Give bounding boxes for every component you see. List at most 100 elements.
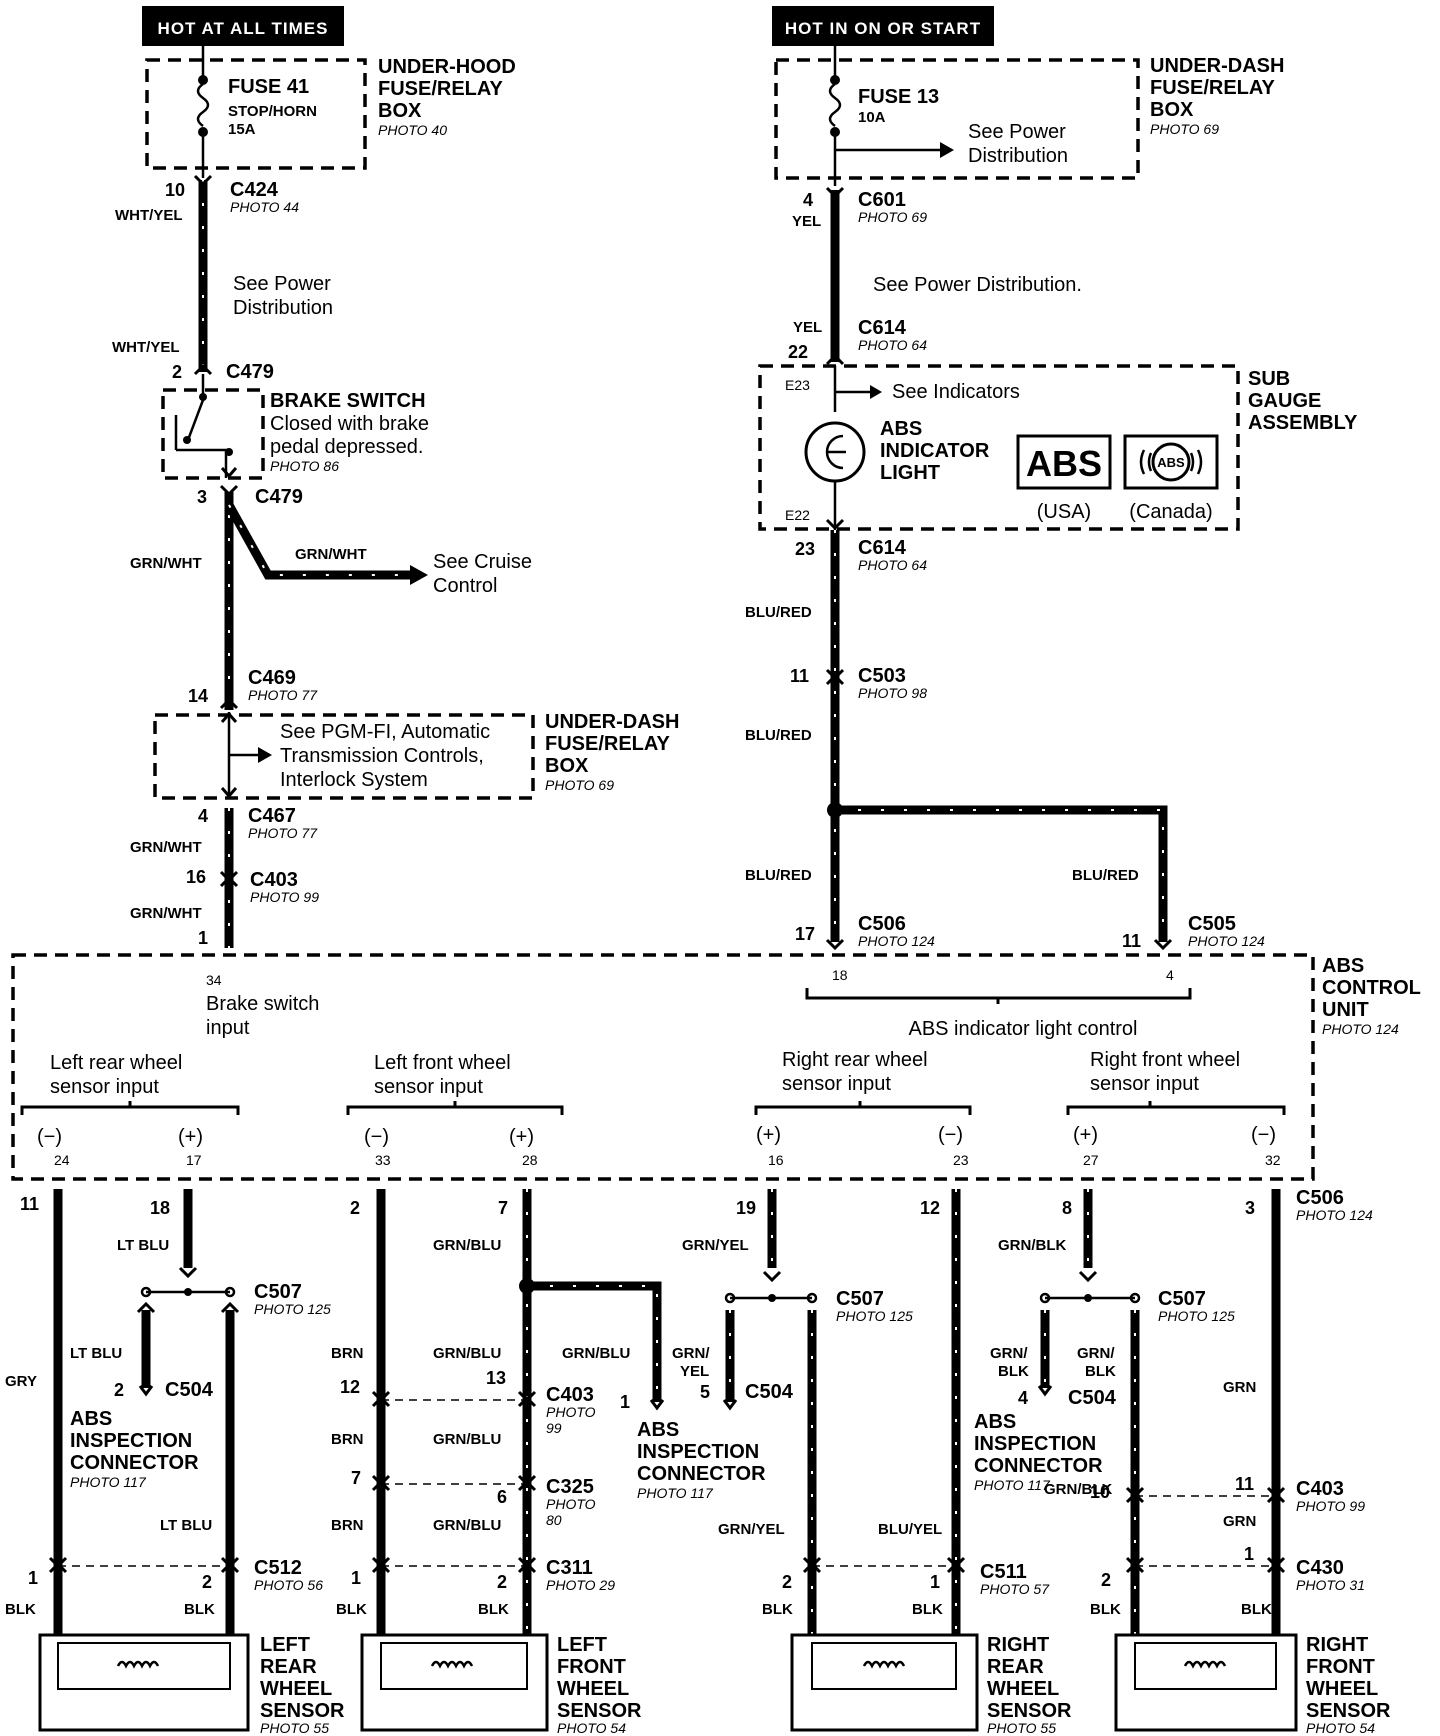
wire-blk-1: BLK [5,1601,36,1618]
fuse13-note-line2: Distribution [968,145,1068,167]
insp-mid-line1: ABS [637,1419,679,1441]
wire-blk-6: BLK [912,1601,943,1618]
c469-label: C469 [248,667,296,689]
under-hood-box-line1: UNDER-HOOD [378,56,516,78]
brake-switch-desc-line2: pedal depressed. [270,436,423,458]
brake-switch: BRAKE SWITCH Closed with brake pedal dep… [161,374,429,480]
c403c-label: C403 [1296,1478,1344,1500]
sensor-right-rear: RIGHT REAR WHEEL SENSOR PHOTO 55 [790,1633,1072,1736]
connector-c601: 4 C601 PHOTO 69 [803,186,927,225]
sub-gauge-assembly: E23 E22 See Indicators ABS INDICATOR LIG… [758,364,1358,531]
sensor-rf-line3: WHEEL [1306,1678,1378,1700]
brake-input-line1: Brake switch [206,993,319,1015]
c403c-photo: PHOTO 99 [1296,1498,1365,1514]
c311-pin-1: 1 [351,1568,361,1588]
abs-light-line1: ABS [880,418,922,440]
c601-pin: 4 [803,190,813,210]
wire-blu-red-2: BLU/RED [745,727,812,744]
group4-label-line1: Right front wheel [1090,1049,1240,1071]
c512-pin-2: 2 [202,1572,212,1592]
group1-label-line2: sensor input [50,1076,159,1098]
c403b-photo-num: 99 [546,1420,562,1436]
c403b-photo: PHOTO [546,1404,596,1420]
sensor-lr-line1: LEFT [260,1634,310,1656]
pin-3-rf: 3 [1245,1198,1255,1218]
pgmfi-note-line2: Transmission Controls, [280,745,484,767]
c467-pin: 4 [198,806,208,826]
sensor-lr-photo: PHOTO 55 [260,1720,329,1736]
power-dist-note-line2: Distribution [233,297,333,319]
c506a-label: C506 [858,913,906,935]
pgmfi-note-line3: Interlock System [280,769,428,791]
group2-pin-2: 28 [522,1152,538,1168]
c424-pin: 10 [165,180,185,200]
under-hood-box-line3: BOX [378,100,422,122]
c503-label: C503 [858,665,906,687]
fuse13-note-line1: See Power [968,121,1066,143]
wire-grn-1: GRN [1223,1379,1256,1396]
sensor-left-front: LEFT FRONT WHEEL SENSOR PHOTO 54 [360,1633,642,1736]
hot-in-on-header: HOT IN ON OR START [785,19,981,38]
abs-unit-title-line2: CONTROL [1322,977,1421,999]
abs-unit-photo: PHOTO 124 [1322,1021,1399,1037]
sensor-lf-photo: PHOTO 54 [557,1720,626,1736]
indicator-control-label: ABS indicator light control [908,1018,1137,1040]
wire-wht-yel-1: WHT/YEL [115,207,183,224]
sensor-lf-line1: LEFT [557,1634,607,1656]
wire-blk-7: BLK [1090,1601,1121,1618]
insp-left-line3: CONNECTOR [70,1452,199,1474]
wire-grn-wht-2: GRN/WHT [130,839,202,856]
group4-pin-2: 32 [1265,1152,1281,1168]
c506b-label: C506 [1296,1187,1344,1209]
c507-left-label: C507 [254,1281,302,1303]
c311-photo: PHOTO 29 [546,1577,615,1593]
c504-right-pin: 4 [1018,1388,1028,1408]
wire-grn-blu-5: GRN/BLU [562,1345,630,1362]
under-dash-box-line1: UNDER-DASH [545,711,679,733]
pin-8-rf: 8 [1062,1198,1072,1218]
connector-c506-top: 17 C506 PHOTO 124 [795,913,935,951]
c503-pin: 11 [790,666,809,686]
sensor-lr-line3: WHEEL [260,1678,332,1700]
see-indicators-note: See Indicators [892,381,1020,403]
group2-label-line2: sensor input [374,1076,483,1098]
group4-sign-1: (+) [1073,1124,1098,1146]
wire-blu-yel: BLU/YEL [878,1521,942,1538]
c403-rf: 10 11 C403 PHOTO 99 [1090,1474,1365,1514]
c511-pin-2: 2 [782,1572,792,1592]
wire-grn-blk-split-1: GRN/ [990,1345,1028,1362]
wire-yel-1: YEL [792,213,821,230]
wire-grn-blk-2: GRN/BLK [1044,1481,1112,1498]
wire-grn-blk-split-4: BLK [1085,1363,1116,1380]
c507-right-label: C507 [1158,1288,1206,1310]
hot-at-all-times-header: HOT AT ALL TIMES [158,19,329,38]
group2-sign-2: (+) [509,1126,534,1148]
pin-11-lr: 11 [20,1194,39,1214]
wire-blu-red-1: BLU/RED [745,604,812,621]
brake-input-pin: 34 [206,972,222,988]
group2-label-line1: Left front wheel [374,1052,511,1074]
c403a-label: C403 [250,869,298,891]
c430-pin-2: 2 [1101,1570,1111,1590]
abs-canada-symbol: ABS [1157,455,1185,470]
wire-grn-blk-split-2: BLK [998,1363,1029,1380]
c424-photo: PHOTO 44 [230,199,299,215]
connector-c614-bottom: 23 C614 PHOTO 64 [795,537,927,573]
c504-mid-pin-1: 1 [620,1392,630,1412]
c504-mid-label: C504 [745,1381,794,1403]
pin-2-lf: 2 [350,1198,360,1218]
wire-lt-blu-1: LT BLU [117,1237,169,1254]
insp-left-photo: PHOTO 117 [70,1474,147,1490]
sensor-rr-line2: REAR [987,1656,1044,1678]
c311-pin-2: 2 [497,1572,507,1592]
under-dash-fuse-box-pgmfi: See PGM-FI, Automatic Transmission Contr… [153,711,679,800]
bottom-wires [53,1189,1281,1635]
wire-lt-blu-2: LT BLU [70,1345,122,1362]
wire-grn-blu-3: GRN/BLU [433,1431,501,1448]
c311-label: C311 [546,1557,593,1579]
wire-grn-blu-4: GRN/BLU [433,1517,501,1534]
sensor-rf-line4: SENSOR [1306,1700,1391,1722]
c469-pin: 14 [188,686,208,706]
c505-pin: 11 [1122,931,1141,951]
